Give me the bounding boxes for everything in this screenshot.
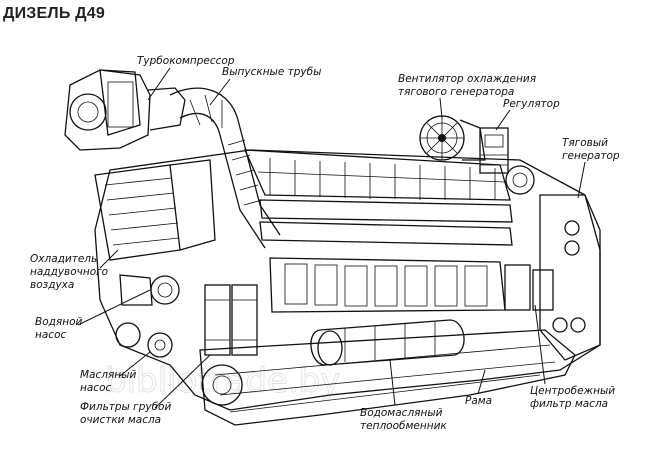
label-centrifugal-line2: фильтр масла xyxy=(530,398,608,410)
leader-filters xyxy=(154,354,211,409)
generator-fan xyxy=(419,115,486,161)
leader-regulator xyxy=(495,109,511,131)
side-covers xyxy=(269,257,506,313)
label-exhaust-pipes: Выпускные трубы xyxy=(222,66,321,78)
label-cooler-line1: Охладитель xyxy=(30,253,97,265)
water-pump xyxy=(119,274,180,306)
leader-heat-exchanger xyxy=(389,359,396,406)
exhaust-pipes xyxy=(169,87,281,249)
leader-exhaust-pipes xyxy=(209,78,231,106)
label-frame: Рама xyxy=(465,395,492,407)
label-water-pump-line1: Водяной xyxy=(35,316,82,328)
coarse-oil-filters xyxy=(204,284,258,356)
heat-exchanger xyxy=(310,319,465,366)
leader-cooler xyxy=(99,249,119,269)
charge-air-cooler xyxy=(94,159,216,261)
label-water-pump-line2: насос xyxy=(35,329,66,341)
turbocharger xyxy=(64,69,186,151)
leader-generator xyxy=(577,161,586,199)
oil-pump xyxy=(115,322,173,358)
label-fan-line1: Вентилятор охлаждения xyxy=(398,73,536,85)
label-cooler-line2: наддувочного xyxy=(30,266,108,278)
cylinder-heads xyxy=(243,149,513,246)
traction-generator xyxy=(505,165,601,361)
label-generator-line2: генератор xyxy=(562,150,620,162)
flywheel xyxy=(201,364,243,406)
page-title: ДИЗЕЛЬ Д49 xyxy=(3,5,105,22)
leader-fan xyxy=(439,97,443,119)
callout-labels: Турбокомпрессор Выпускные трубы Вентилят… xyxy=(30,55,620,432)
label-oil-pump-line1: Масляный xyxy=(80,369,136,381)
regulator xyxy=(479,127,509,174)
leader-centrifugal xyxy=(534,304,546,385)
label-fan-line2: тягового генератора xyxy=(398,86,514,98)
label-filters-line1: Фильтры грубой xyxy=(80,401,171,413)
flywheel-hub xyxy=(212,375,232,395)
label-generator-line1: Тяговый xyxy=(562,137,608,149)
label-cooler-line3: воздуха xyxy=(30,279,74,291)
label-oil-pump-line2: насос xyxy=(80,382,111,394)
label-filters-line2: очистки масла xyxy=(80,414,161,426)
label-heat-exchanger-line1: Водомасляный xyxy=(360,407,443,419)
label-centrifugal-line1: Центробежный xyxy=(530,385,615,397)
leader-water-pump xyxy=(77,289,151,326)
label-heat-exchanger-line2: теплообменник xyxy=(360,420,447,432)
label-regulator: Регулятор xyxy=(503,98,560,110)
leader-turbocharger xyxy=(147,67,171,101)
leader-frame xyxy=(477,369,486,395)
label-turbocharger: Турбокомпрессор xyxy=(137,55,235,67)
leader-oil-pump xyxy=(119,351,151,377)
engine-illustration xyxy=(64,69,601,426)
centrifugal-filter xyxy=(504,264,554,311)
